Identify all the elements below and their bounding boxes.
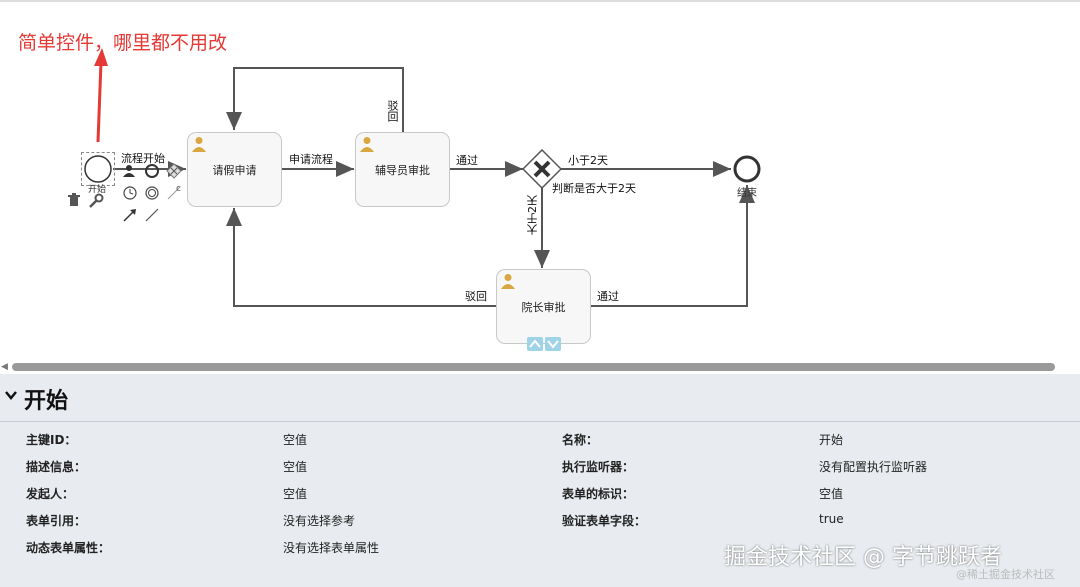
property-value[interactable]: 空值 [283,460,308,474]
horizontal-scrollbar[interactable]: ◀ [0,360,1080,374]
property-key: 执行监听器： [562,460,635,474]
gateway-icon[interactable] [166,163,182,179]
property-key: 表单的标识： [562,487,635,501]
flow-label-reject-top: 驳回 [386,100,399,122]
property-value[interactable]: 开始 [819,433,844,447]
task-apply-leave[interactable]: 请假申请 [187,132,282,207]
task-label: 请假申请 [212,163,257,177]
overflow-marker: c [176,184,181,194]
start-event[interactable] [83,154,113,184]
properties-header[interactable]: 开始 [0,374,1080,422]
task-dean-approve[interactable]: 院长审批 [496,269,591,344]
properties-panel: 开始 主键ID： 空值 名称： 开始 描述信息： 空值 执行监听器： 没有配置执… [0,374,1080,587]
scroll-left-icon[interactable]: ◀ [1,362,8,372]
flow-lines [94,48,755,307]
start-event-selection[interactable] [81,152,115,186]
property-value[interactable]: 没有配置执行监听器 [819,460,928,474]
association-icon[interactable] [144,207,160,223]
watermark: 掘金技术社区 @ 字节跳跃者 [724,545,1002,570]
property-row: 发起人： 空值 表单的标识： 空值 [0,485,1080,512]
exclusive-gateway[interactable] [522,149,562,189]
task-label: 辅导员审批 [375,163,430,177]
bpmn-canvas[interactable]: 简单控件，哪里都不用改 开始 流程开始 c 请假申请 辅导员审 [0,0,1080,362]
property-key: 描述信息： [26,460,87,474]
property-key: 发起人： [26,487,75,501]
user-icon [360,137,374,152]
property-row: 描述信息： 空值 执行监听器： 没有配置执行监听器 [0,458,1080,485]
properties-title: 开始 [24,389,69,414]
task-counselor-approve[interactable]: 辅导员审批 [355,132,450,207]
timer-event-icon[interactable] [122,185,138,201]
property-key: 验证表单字段： [562,514,647,528]
sequence-flow-icon[interactable] [122,207,138,223]
user-icon [501,274,515,289]
property-value[interactable]: 没有选择表单属性 [283,541,380,555]
end-event[interactable] [732,154,762,184]
property-key: 表单引用： [26,514,87,528]
intermediate-event-icon[interactable] [144,185,160,201]
user-task-icon[interactable] [122,164,136,178]
flow-label-pass-gateway: 通过 [456,154,478,167]
annotation-tool-icon[interactable] [166,185,182,201]
move-up-icon[interactable] [527,337,543,351]
scroll-thumb[interactable] [12,363,1055,371]
property-key: 动态表单属性： [26,541,111,555]
chevron-down-icon[interactable] [4,388,18,402]
watermark-small: @稀土掘金技术社区 [956,568,1055,581]
task-label: 院长审批 [521,300,566,314]
property-value[interactable]: 没有选择参考 [283,514,356,528]
property-row: 主键ID： 空值 名称： 开始 [0,431,1080,458]
annotation-text: 简单控件，哪里都不用改 [18,32,228,54]
end-event-label: 结束 [737,188,757,199]
move-down-icon[interactable] [545,337,561,351]
property-value[interactable]: 空值 [283,433,308,447]
user-icon [192,137,206,152]
gateway-label: 判断是否大于2天 [552,182,636,195]
flow-label-pass-end: 通过 [597,290,619,303]
flow-label-less-2-days: 小于2天 [568,154,608,167]
property-row: 表单引用： 没有选择参考 验证表单字段： true [0,512,1080,539]
property-key: 名称： [562,433,599,447]
property-value[interactable]: 空值 [819,487,844,501]
start-event-name: 开始 [88,185,107,195]
property-key: 主键ID： [26,433,77,447]
flow-label-reject-bottom: 驳回 [465,290,487,303]
delete-icon[interactable] [67,193,81,207]
property-row: 动态表单属性： 没有选择表单属性 [0,539,1080,566]
property-value[interactable]: 空值 [283,487,308,501]
flow-label-apply: 申请流程 [289,153,333,166]
start-event-label: 流程开始 [121,152,165,165]
flow-label-more-2-days: 大于2天 [526,195,539,235]
property-value[interactable]: true [819,512,844,526]
end-event-icon[interactable] [144,163,160,179]
morph-wrench-icon[interactable] [88,193,104,209]
